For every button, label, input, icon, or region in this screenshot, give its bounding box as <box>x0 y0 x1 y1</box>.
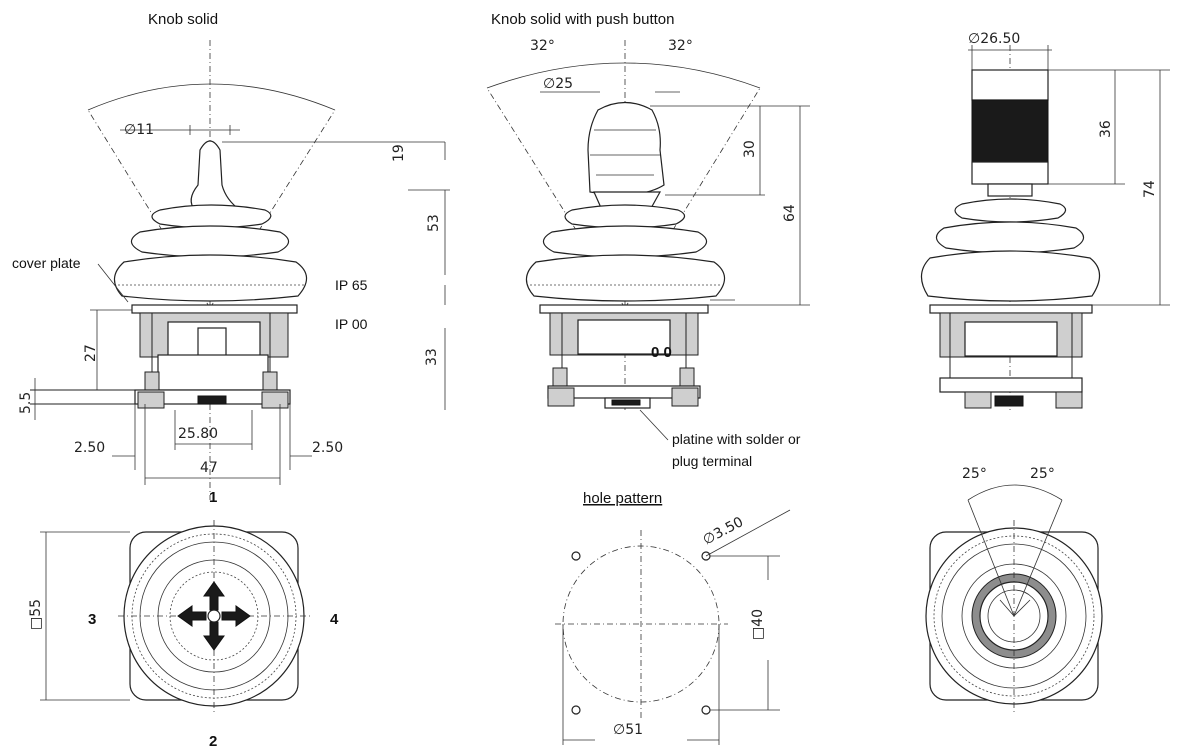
label-ip00: IP 00 <box>335 316 368 332</box>
dim-height-19: 19 <box>391 144 407 162</box>
direction-1: 1 <box>209 489 217 506</box>
label-platine-line1: platine with solder or <box>672 431 801 447</box>
direction-4: 4 <box>330 611 339 628</box>
dim-angle-25-right: 25° <box>1030 466 1055 482</box>
dim-diameter-51: ∅51 <box>613 722 643 738</box>
dim-height-5-5: 5.5 <box>18 392 34 414</box>
dim-square-40: □40 <box>750 609 766 640</box>
dim-height-53: 53 <box>426 214 442 232</box>
label-platine-line2: plug terminal <box>672 453 752 469</box>
dim-height-33: 33 <box>424 348 440 366</box>
tall-knob-side-view: ∅26.50 36 74 <box>920 31 1170 410</box>
knob-solid-side-view: ∅11 19 53 IP 65 IP 00 33 cover plate 27 … <box>12 40 450 500</box>
label-ip65: IP 65 <box>335 277 368 293</box>
dim-diameter-3-50: ∅3.50 <box>700 514 746 548</box>
dim-height-30: 30 <box>742 140 758 158</box>
label-cover-plate: cover plate <box>12 255 81 271</box>
dim-width-47: 47 <box>200 460 218 476</box>
dim-offset-2-50-left: 2.50 <box>74 440 105 456</box>
dim-diameter-25: ∅25 <box>543 76 573 92</box>
dim-diameter-26-50: ∅26.50 <box>968 31 1020 47</box>
svg-text:0 0: 0 0 <box>651 344 672 361</box>
dim-offset-2-50-right: 2.50 <box>312 440 343 456</box>
dim-height-27: 27 <box>83 344 99 362</box>
dim-angle-32-left: 32° <box>530 38 555 54</box>
hole-pattern-view: ∅3.50 □40 ∅51 <box>555 509 791 745</box>
push-button-top-view: 25° 25° <box>925 466 1103 712</box>
direction-3: 3 <box>88 611 96 628</box>
dim-square-55: □55 <box>28 599 44 630</box>
dim-height-64: 64 <box>782 204 798 222</box>
caption-knob-push-button: Knob solid with push button <box>491 11 674 28</box>
direction-2: 2 <box>209 733 217 750</box>
caption-hole-pattern: hole pattern <box>583 490 662 507</box>
dim-diameter-11: ∅11 <box>124 122 154 138</box>
dim-height-74: 74 <box>1142 180 1158 198</box>
knob-push-button-side-view: 0 0 32° 32° ∅25 30 64 platine with solde… <box>486 38 810 469</box>
dim-height-36: 36 <box>1098 120 1114 138</box>
dim-angle-25-left: 25° <box>962 466 987 482</box>
knob-solid-top-view: 1 2 3 4 □55 <box>28 489 339 750</box>
dim-width-25-80: 25.80 <box>178 426 218 442</box>
dim-angle-32-right: 32° <box>668 38 693 54</box>
caption-knob-solid: Knob solid <box>148 11 218 28</box>
